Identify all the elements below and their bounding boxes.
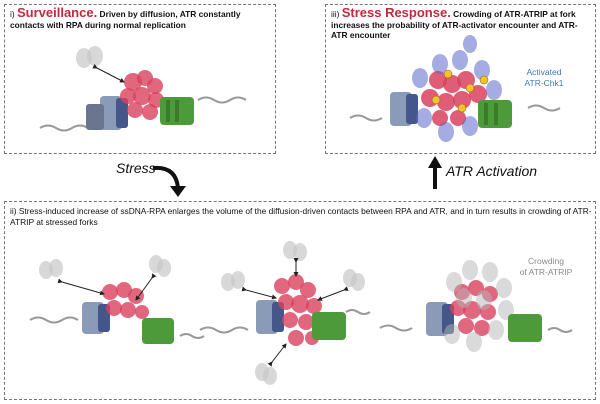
panel-stress-response-text: Crowding of ATR-ATRIP at fork increases … bbox=[331, 9, 578, 40]
panel-surveillance-numeral: i) bbox=[10, 9, 17, 19]
stress-arrow bbox=[152, 165, 180, 189]
panel-stress-response: iii) Stress Response. Crowding of ATR-AT… bbox=[325, 4, 596, 154]
dna-strand bbox=[547, 327, 573, 333]
panel-surveillance: i) Surveillance. Driven by diffusion, AT… bbox=[4, 4, 276, 154]
fork-stress-2 bbox=[199, 241, 371, 385]
activated-atr-chk1-label: Activated ATR-Chk1 bbox=[524, 67, 564, 88]
helicase-block bbox=[484, 103, 488, 125]
dna-strand bbox=[345, 309, 371, 315]
atr-atrip-crowd bbox=[444, 260, 514, 352]
helicase-block bbox=[312, 312, 346, 340]
panel-crowding: ii) Stress-induced increase of ssDNA-RPA… bbox=[4, 201, 596, 400]
diffusion-arrow bbox=[267, 343, 287, 367]
dna-strand bbox=[29, 316, 79, 324]
dna-strand bbox=[527, 104, 561, 112]
rpa-cluster bbox=[120, 70, 164, 120]
panel-stress-response-caption: iii) Stress Response. Crowding of ATR-AT… bbox=[331, 5, 593, 41]
helicase-block bbox=[508, 314, 542, 342]
dna-strand bbox=[199, 326, 249, 334]
dna-strand bbox=[349, 114, 383, 122]
panel-stress-response-title: Stress Response. bbox=[341, 5, 451, 20]
stress-arrowhead bbox=[170, 186, 186, 197]
diffusion-arrow bbox=[57, 278, 105, 296]
rpa-cluster bbox=[102, 282, 149, 319]
crowding-atr-atrip-label: Crowding of ATR-ATRIP bbox=[519, 256, 573, 277]
dna-strand bbox=[39, 124, 89, 132]
fork-surveillance bbox=[39, 46, 247, 132]
atr-activation-transition-label: ATR Activation bbox=[446, 163, 538, 179]
polymerase-block bbox=[116, 98, 128, 128]
helicase-block bbox=[142, 318, 174, 344]
atr-atrip-complex bbox=[39, 255, 171, 279]
diffusion-arrow bbox=[317, 286, 349, 301]
polymerase-block bbox=[86, 104, 104, 130]
fork-stress-3 bbox=[379, 260, 573, 352]
dna-strand bbox=[197, 96, 247, 104]
panel-surveillance-title: Surveillance. bbox=[16, 5, 98, 20]
dna-strand bbox=[379, 324, 413, 332]
rpa-cluster bbox=[274, 274, 322, 346]
panel-surveillance-text: Driven by diffusion, ATR constantly cont… bbox=[10, 9, 241, 30]
diffusion-arrow bbox=[135, 273, 157, 301]
activation-arrowhead bbox=[428, 156, 442, 168]
atr-atrip-complex bbox=[221, 241, 365, 385]
helicase-block bbox=[175, 100, 179, 122]
stress-transition-label: Stress bbox=[116, 160, 156, 176]
polymerase-block bbox=[272, 302, 284, 332]
fork-activated bbox=[349, 35, 561, 142]
fork-stress-1 bbox=[29, 255, 205, 344]
panel-stress-response-numeral: iii) bbox=[331, 9, 342, 19]
helicase-block bbox=[494, 103, 498, 125]
panel-crowding-caption: ii) Stress-induced increase of ssDNA-RPA… bbox=[10, 206, 592, 227]
helicase-block bbox=[166, 100, 170, 122]
activator-dots bbox=[431, 69, 489, 113]
dna-strand bbox=[179, 333, 205, 339]
diffusion-arrow bbox=[241, 286, 277, 300]
polymerase-block bbox=[406, 94, 418, 124]
panel-surveillance-caption: i) Surveillance. Driven by diffusion, AT… bbox=[10, 5, 272, 30]
atr-atrip-complex bbox=[76, 46, 103, 68]
diffusion-arrow bbox=[92, 63, 125, 83]
